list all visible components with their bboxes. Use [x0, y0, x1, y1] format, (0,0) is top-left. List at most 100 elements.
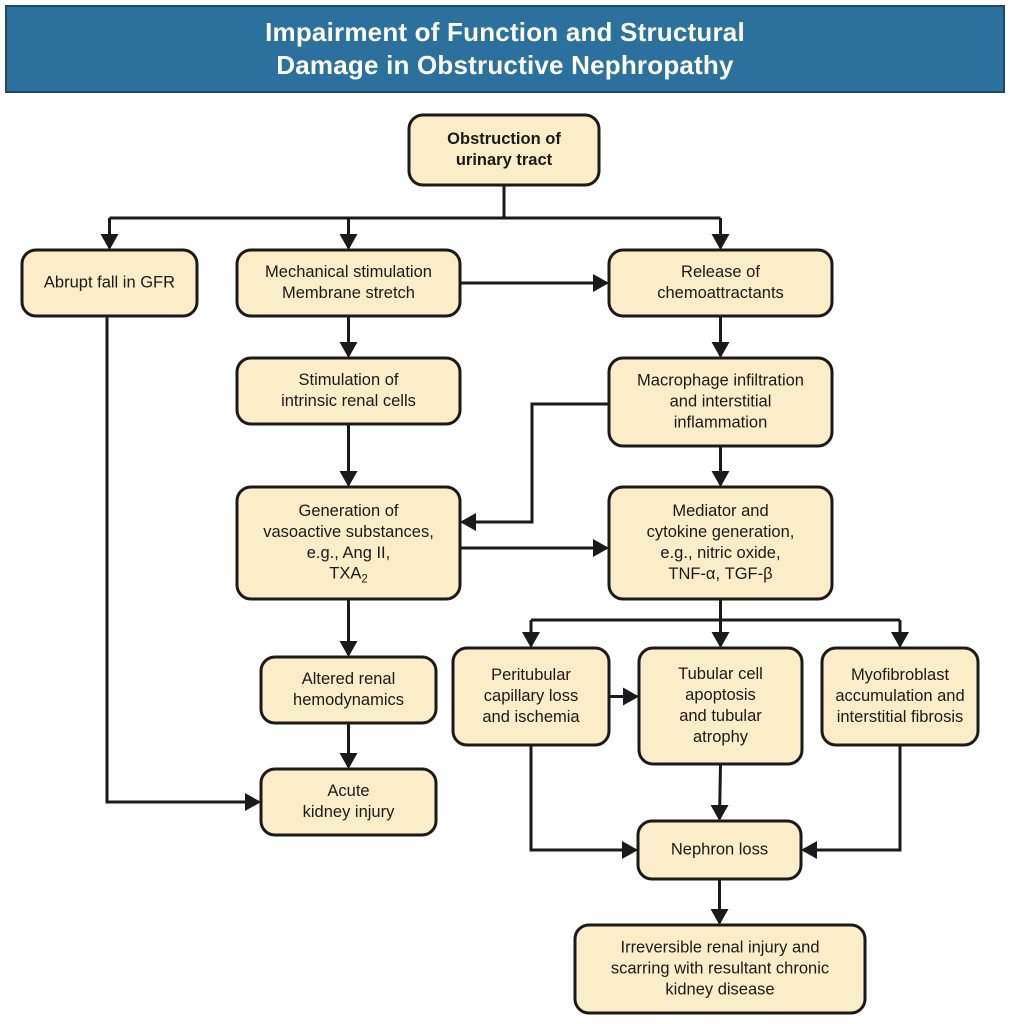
node-label-hemodynamics-line-2: hemodynamics: [293, 691, 404, 709]
flow-node-hemodynamics[interactable]: Altered renal hemodynamics: [259, 655, 438, 725]
node-label-intrinsic_cells-line-1: Stimulation of: [299, 371, 399, 389]
arrow-head-icon-peritubular-to-nephron-loss: [622, 841, 638, 859]
node-label-irreversible-line-1: Irreversible renal injury and: [620, 938, 819, 956]
node-label-abrupt_gfr-line-1: Abrupt fall in GFR: [44, 273, 175, 291]
node-label-acute_kidney-line-2: kidney injury: [303, 803, 395, 821]
flow-node-irreversible[interactable]: Irreversible renal injury and scarring wi…: [573, 923, 867, 1015]
title-line-1: Impairment of Function and Structural: [265, 16, 745, 47]
arrow-head-icon-obstruction-to-abrupt-gfr: [100, 234, 119, 250]
node-label-tubular-line-4: atrophy: [693, 728, 749, 746]
node-label-vasoactive-line-4: TXA2: [329, 565, 368, 586]
node-label-tubular-line-2: apoptosis: [685, 686, 756, 704]
node-box-peritubular: [451, 646, 611, 747]
connector-peritubular-to-nephron-loss: [529, 745, 636, 852]
flow-node-peritubular[interactable]: Peritubular capillary loss and ischemia: [451, 646, 611, 747]
flow-node-intrinsic_cells[interactable]: Stimulation of intrinsic renal cells: [235, 356, 462, 426]
node-box-chemoattractants: [607, 248, 834, 318]
node-label-irreversible-line-2: scarring with resultant chronic: [611, 959, 829, 977]
flow-node-myofibroblast[interactable]: Myofibroblast accumulation and interstitia…: [820, 646, 980, 747]
connector-macrophage-to-vasoactive: [462, 402, 609, 524]
node-label-peritubular-line-1: Peritubular: [491, 666, 571, 684]
node-label-vasoactive-line-3: e.g., Ang II,: [307, 544, 390, 562]
flow-node-mediator[interactable]: Mediator and cytokine generation, e.g., ni…: [607, 485, 834, 601]
arrow-head-icon-mediator-to-myofibroblast: [891, 632, 909, 648]
node-box-hemodynamics: [259, 655, 438, 725]
node-label-macrophage-line-3: inflammation: [674, 413, 768, 431]
node-label-chemoattractants-line-1: Release of: [681, 263, 760, 281]
node-box-mechanical: [235, 248, 462, 318]
node-label-mediator-line-2: cytokine generation,: [647, 523, 795, 541]
arrow-head-icon-obstruction-to-chemoattractants: [711, 234, 730, 250]
node-box-myofibroblast: [820, 646, 980, 747]
node-label-obstruction-line-1: Obstruction of: [447, 130, 561, 148]
node-box-acute_kidney: [259, 767, 438, 837]
node-label-mechanical-line-1: Mechanical stimulation: [265, 263, 432, 281]
node-label-macrophage-line-2: and interstitial: [670, 392, 772, 410]
node-label-vasoactive-line-1: Generation of: [299, 502, 399, 520]
flow-node-chemoattractants[interactable]: Release of chemoattractants: [607, 248, 834, 318]
flow-node-vasoactive[interactable]: Generation of vasoactive substances, e.g.,…: [235, 485, 462, 601]
arrow-head-icon-peritubular-to-tubular: [623, 687, 639, 706]
node-label-intrinsic_cells-line-2: intrinsic renal cells: [281, 392, 416, 410]
arrow-head-icon-obstruction-to-mechanical: [339, 234, 358, 250]
arrow-head-icon-tubular-to-nephron-loss: [710, 805, 729, 821]
arrow-head-icon-mechanical-to-chemoattractants: [593, 274, 609, 292]
node-box-macrophage: [607, 356, 834, 448]
connector-myofibroblast-to-nephron-loss: [803, 745, 902, 852]
page-title: Impairment of Function and Structural Da…: [245, 16, 765, 83]
node-box-abrupt_gfr: [20, 248, 199, 318]
node-label-acute_kidney-line-1: Acute: [327, 782, 369, 800]
arrow-head-icon-nephron-loss-to-irreversible: [710, 909, 729, 925]
arrow-head-icon-macrophage-to-vasoactive: [460, 513, 476, 531]
node-label-mediator-line-1: Mediator and: [672, 502, 768, 520]
node-label-mediator-line-3: e.g., nitric oxide,: [660, 544, 780, 562]
node-box-nephron_loss: [636, 819, 803, 881]
node-label-hemodynamics-line-1: Altered renal: [302, 670, 396, 688]
flow-node-abrupt_gfr[interactable]: Abrupt fall in GFR: [20, 248, 199, 318]
arrow-head-icon-myofibroblast-to-nephron-loss: [801, 841, 817, 859]
node-label-obstruction-line-2: urinary tract: [456, 151, 553, 169]
node-box-obstruction: [407, 113, 601, 187]
arrow-head-icon-mediator-to-peritubular: [522, 632, 540, 648]
diagram-title-bar: Impairment of Function and Structural Da…: [5, 5, 1005, 93]
arrow-head-icon-hemodynamics-to-acute-kidney-injury: [339, 753, 358, 769]
arrow-head-icon-vasoactive-to-mediator: [593, 539, 609, 557]
node-label-myofibroblast-line-2: accumulation and: [835, 687, 964, 705]
connector-abrupt-gfr-to-acute-kidney-injury: [105, 316, 259, 804]
title-line-2: Damage in Obstructive Nephropathy: [276, 50, 734, 80]
arrow-head-icon-mechanical-to-intrinsic-cells: [339, 342, 358, 358]
node-label-irreversible-line-3: kidney disease: [665, 980, 774, 998]
node-label-chemoattractants-line-2: chemoattractants: [657, 284, 784, 302]
node-label-vasoactive-line-2: vasoactive substances,: [263, 523, 434, 541]
flow-node-nephron_loss[interactable]: Nephron loss: [636, 819, 803, 881]
arrow-head-icon-vasoactive-to-hemodynamics: [339, 641, 358, 657]
node-label-macrophage-line-1: Macrophage infiltration: [637, 371, 804, 389]
node-label-peritubular-line-2: capillary loss: [484, 687, 578, 705]
flow-node-acute_kidney[interactable]: Acute kidney injury: [259, 767, 438, 837]
node-label-mechanical-line-2: Membrane stretch: [282, 284, 415, 302]
node-label-peritubular-line-3: and ischemia: [482, 708, 580, 726]
node-label-myofibroblast-line-1: Myofibroblast: [851, 666, 950, 684]
node-box-intrinsic_cells: [235, 356, 462, 426]
flow-node-tubular[interactable]: Tubular cell apoptosis and tubular atrophy: [637, 646, 804, 766]
connector-layer: [100, 185, 909, 925]
node-box-irreversible: [573, 923, 867, 1015]
node-label-mediator-line-4: TNF-α, TGF-β: [668, 565, 772, 583]
node-box-vasoactive: [235, 485, 462, 601]
flow-node-macrophage[interactable]: Macrophage infiltration and interstitial i…: [607, 356, 834, 448]
arrow-head-icon-chemoattractants-to-macrophage: [711, 342, 730, 358]
node-label-tubular-line-1: Tubular cell: [678, 665, 763, 683]
arrow-head-icon-mediator-to-tubular: [711, 632, 730, 648]
node-box-tubular: [637, 646, 804, 766]
arrow-head-icon-abrupt-gfr-to-acute-kidney-injury: [245, 793, 261, 811]
arrow-head-icon-macrophage-to-mediator: [711, 471, 730, 487]
node-label-myofibroblast-line-3: interstitial fibrosis: [837, 708, 964, 726]
flow-node-obstruction[interactable]: Obstruction of urinary tract: [407, 113, 601, 187]
node-label-nephron_loss-line-1: Nephron loss: [671, 840, 768, 858]
node-label-tubular-line-3: and tubular: [679, 707, 762, 725]
arrow-head-icon-intrinsic-cells-to-vasoactive: [339, 471, 358, 487]
